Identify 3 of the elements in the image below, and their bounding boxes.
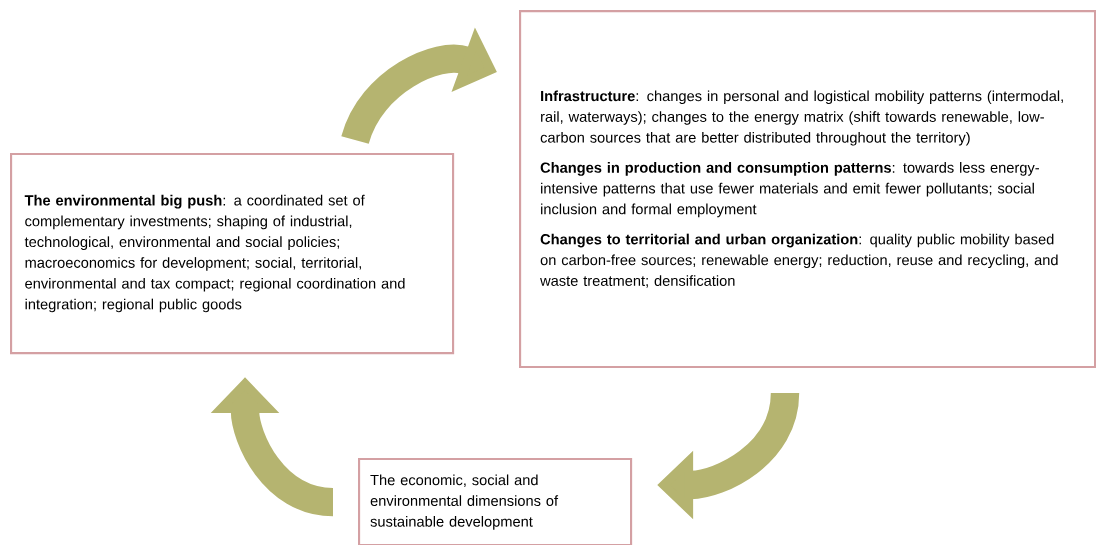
text-box: The economic, social and environmental dimensions of sustainable development — [358, 458, 633, 545]
text-box: The environmental big push: a coordinated set of complementary investments; shaping of industrial, technological, environmental and social policies; macroeconomics for development; social, territorial, environmental and tax compact; regional coordination and integration; regional public goods — [10, 153, 455, 355]
text-box: Infrastructure: changes in personal and logistical mobility patterns (intermodal, rail, waterways); changes to the energy matrix (shift towards renewable, low-carbon sources that are better distributed throughout the territory) Changes in production and consumption patterns: towards less energy-intensive patterns that use fewer materials and emit fewer pollutants; social inclusion and formal employment Changes to territorial and urban organization: quality public mobility based on carbon-free sources; renewable energy; reduction, reuse and recycling, and waste treatment; densification — [519, 10, 1096, 369]
